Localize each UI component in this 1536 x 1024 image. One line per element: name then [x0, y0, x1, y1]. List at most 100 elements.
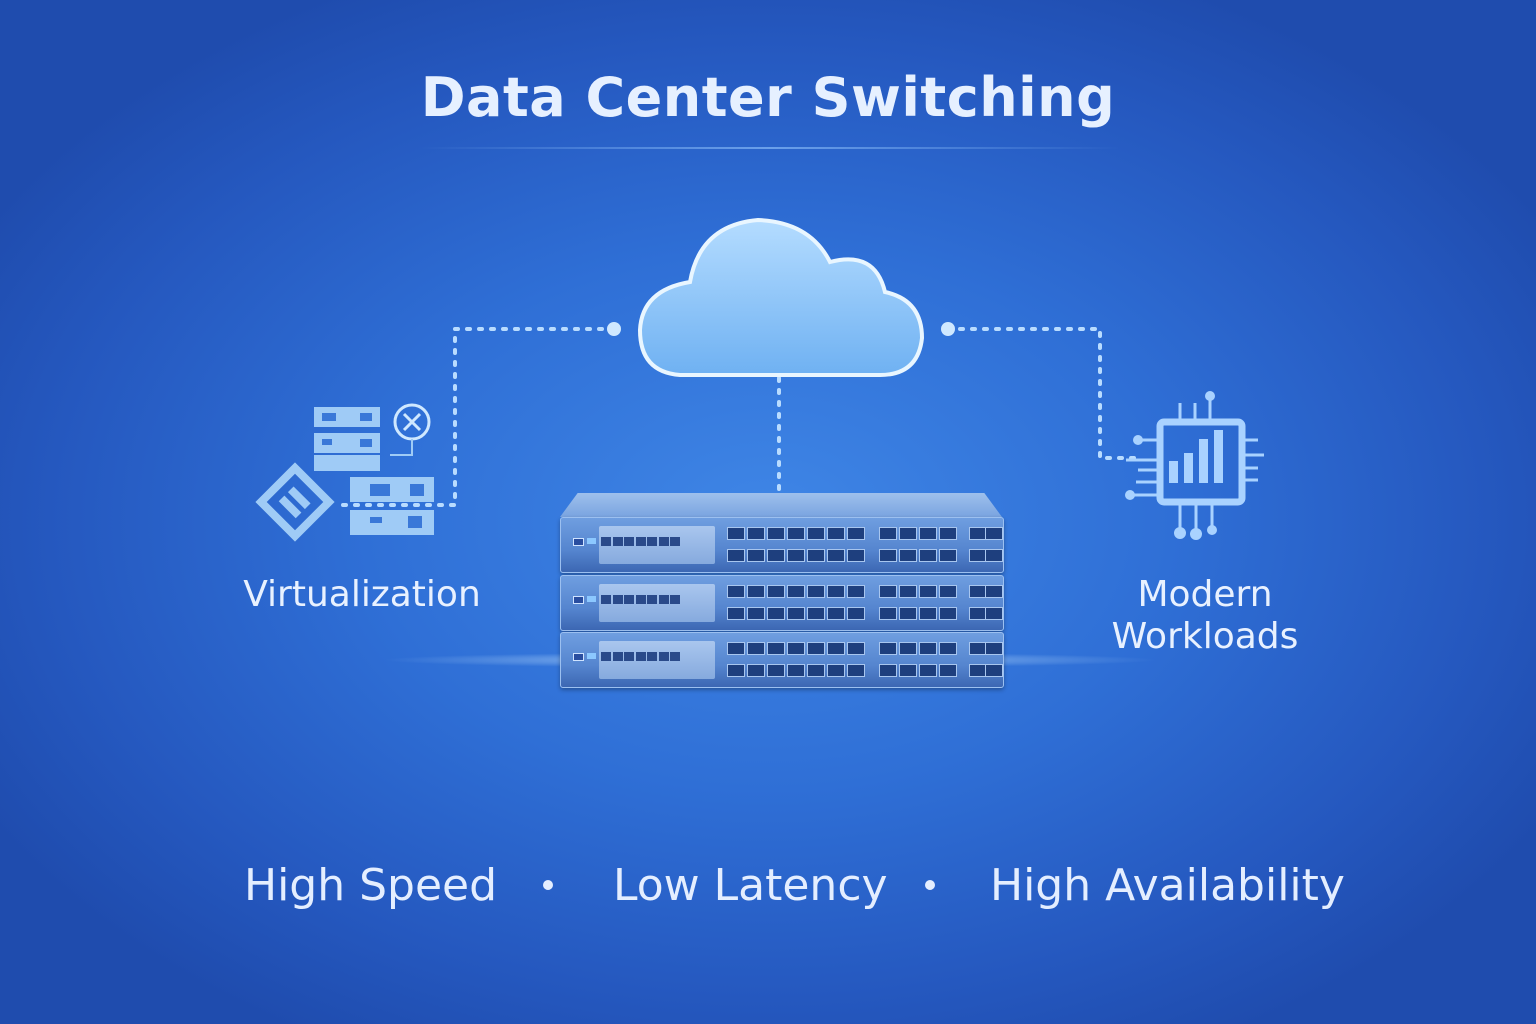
- port: [919, 664, 937, 677]
- port: [727, 527, 745, 540]
- port: [919, 527, 937, 540]
- port: [939, 642, 957, 655]
- port: [939, 549, 957, 562]
- feature-low-latency: Low Latency: [613, 860, 888, 911]
- port: [747, 607, 765, 620]
- port: [787, 642, 805, 655]
- port: [879, 585, 897, 598]
- port: [919, 549, 937, 562]
- front-panel: [599, 641, 715, 679]
- port: [899, 549, 917, 562]
- port: [985, 549, 1003, 562]
- port: [939, 607, 957, 620]
- port: [827, 585, 845, 598]
- port: [879, 642, 897, 655]
- port: [985, 642, 1003, 655]
- modern-workloads-label: Modern Workloads: [1080, 574, 1330, 658]
- port: [847, 549, 865, 562]
- port: [899, 527, 917, 540]
- port: [879, 549, 897, 562]
- switch-unit: [560, 575, 1004, 631]
- port: [827, 607, 845, 620]
- port: [827, 642, 845, 655]
- port: [847, 664, 865, 677]
- port: [807, 549, 825, 562]
- bullet-separator: [543, 880, 553, 890]
- port: [747, 527, 765, 540]
- chip-chart-icon: [1125, 391, 1264, 540]
- port: [919, 585, 937, 598]
- port: [827, 664, 845, 677]
- port: [879, 607, 897, 620]
- front-panel: [599, 526, 715, 564]
- port: [899, 664, 917, 677]
- port: [787, 664, 805, 677]
- switch-unit: [560, 517, 1004, 573]
- port: [807, 642, 825, 655]
- port: [939, 527, 957, 540]
- port: [747, 549, 765, 562]
- status-led: [573, 538, 584, 546]
- port: [985, 607, 1003, 620]
- port: [919, 642, 937, 655]
- port: [727, 549, 745, 562]
- port: [807, 664, 825, 677]
- port: [727, 607, 745, 620]
- port: [879, 664, 897, 677]
- port: [767, 664, 785, 677]
- switch-top: [560, 493, 1002, 517]
- port: [767, 527, 785, 540]
- port: [767, 642, 785, 655]
- feature-high-availability: High Availability: [990, 860, 1345, 911]
- status-led: [587, 538, 596, 544]
- status-led: [573, 653, 584, 661]
- port: [727, 585, 745, 598]
- port: [807, 527, 825, 540]
- port: [827, 527, 845, 540]
- port: [847, 607, 865, 620]
- port: [807, 585, 825, 598]
- port: [985, 664, 1003, 677]
- front-panel: [599, 584, 715, 622]
- port: [985, 585, 1003, 598]
- status-led: [573, 596, 584, 604]
- port: [727, 642, 745, 655]
- switch-unit: [560, 632, 1004, 688]
- port: [939, 585, 957, 598]
- port: [827, 549, 845, 562]
- port: [787, 607, 805, 620]
- port: [747, 585, 765, 598]
- port: [879, 527, 897, 540]
- port: [807, 607, 825, 620]
- port: [767, 549, 785, 562]
- server-stack-icon: [255, 403, 434, 542]
- title-divider: [420, 147, 1120, 149]
- modern-workloads-line2: Workloads: [1111, 616, 1299, 657]
- port: [767, 607, 785, 620]
- port: [919, 607, 937, 620]
- port: [787, 527, 805, 540]
- port: [899, 585, 917, 598]
- port: [847, 642, 865, 655]
- cloud-icon: [637, 217, 925, 377]
- port: [985, 527, 1003, 540]
- page-title: Data Center Switching: [420, 66, 1116, 129]
- feature-high-speed: High Speed: [244, 860, 498, 911]
- port: [847, 585, 865, 598]
- port: [899, 642, 917, 655]
- status-led: [587, 596, 596, 602]
- port: [847, 527, 865, 540]
- port: [899, 607, 917, 620]
- virtualization-label: Virtualization: [243, 574, 481, 615]
- port: [747, 642, 765, 655]
- port: [787, 549, 805, 562]
- port: [767, 585, 785, 598]
- modern-workloads-line1: Modern: [1137, 574, 1273, 615]
- port: [747, 664, 765, 677]
- right-connector: [946, 327, 1142, 460]
- port: [787, 585, 805, 598]
- port: [727, 664, 745, 677]
- port: [939, 664, 957, 677]
- bullet-separator: [925, 880, 935, 890]
